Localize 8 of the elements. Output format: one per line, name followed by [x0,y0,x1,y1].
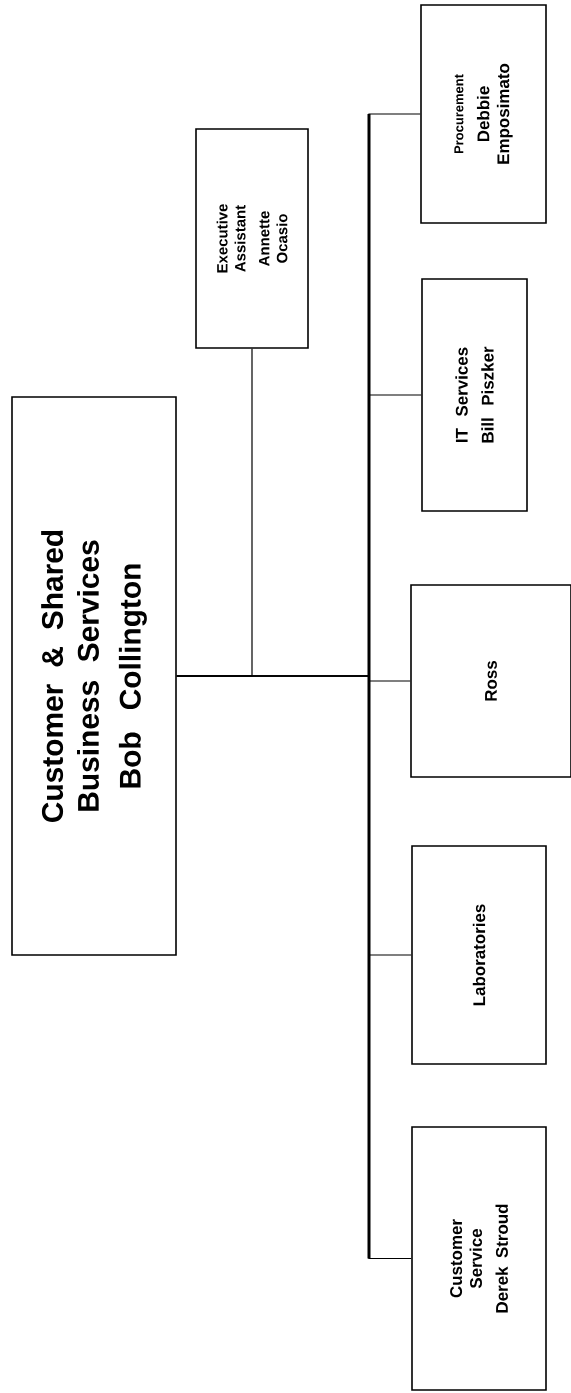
org-box: Customer Service Derek Stroud [411,1126,547,1391]
connector-line [176,675,412,1260]
org-box: Customer & Shared Business Services Bob Collington [11,396,177,956]
org-box: Ross [410,584,571,778]
org-box: Executive Assistant Annette Ocasio [195,128,309,349]
org-box: Procurement Debbie Emposimato [420,4,547,224]
org-box: Laboratories [411,845,547,1065]
org-box: IT Services Bill Piszker [421,278,528,512]
